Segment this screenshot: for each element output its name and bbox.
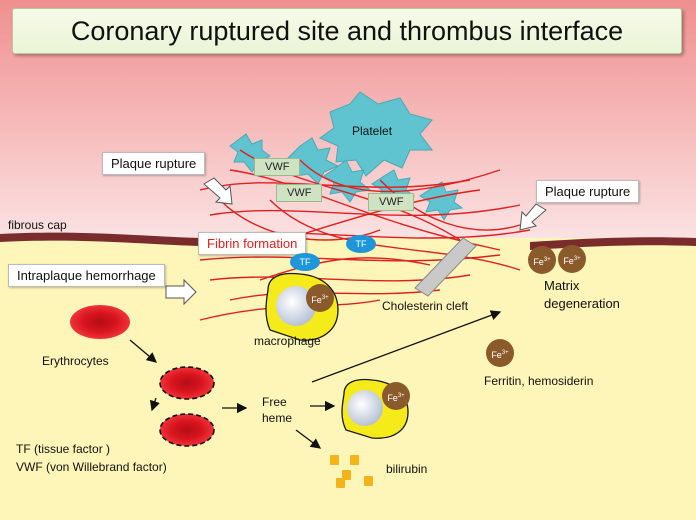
diagram-title: Coronary ruptured site and thrombus inte… [12, 8, 682, 54]
tf-marker: TF [290, 253, 320, 271]
free-heme-label: Free [262, 395, 287, 409]
hemorrhage-arrow [165, 278, 197, 306]
erythrocyte-damaged [159, 413, 215, 447]
fibrous-cap-line [0, 232, 200, 246]
free-heme-label: heme [262, 411, 293, 425]
ferritin-label: Ferritin, hemosiderin [484, 374, 594, 388]
tf-marker: TF [346, 235, 376, 253]
iron-marker: Fe3+ [306, 284, 334, 312]
iron-marker: Fe3+ [486, 339, 514, 367]
iron-marker: Fe3+ [382, 382, 410, 410]
plaque-rupture-label-right: Plaque rupture [536, 180, 640, 203]
platelet-label: Platelet [352, 124, 393, 138]
platelet-cluster [229, 91, 464, 221]
vwf-label: VWF [368, 193, 415, 211]
vwf-label: VWF [254, 158, 301, 176]
erythrocytes-label: Erythrocytes [42, 354, 109, 368]
cholesterin-cleft-label: Cholesterin cleft [382, 299, 469, 313]
iron-marker: Fe3+ [528, 246, 556, 274]
intraplaque-hemorrhage-label: Intraplaque hemorrhage [8, 264, 165, 287]
legend-tf: TF (tissue factor ) [16, 442, 111, 456]
legend-vwf: VWF (von Willebrand factor) [16, 460, 167, 474]
macrophage-nucleus [347, 390, 383, 426]
pathway-arrows [129, 310, 502, 449]
erythrocyte-damaged [159, 366, 215, 400]
bilirubin-particles [330, 455, 373, 488]
fibrin-formation-label: Fibrin formation [198, 232, 307, 255]
matrix-degeneration-label: Matrix [544, 278, 580, 293]
plaque-rupture-label-left: Plaque rupture [102, 152, 206, 175]
vwf-label: VWF [276, 184, 323, 202]
cholesterin-cleft [414, 237, 477, 297]
plaque-rupture-arrow-left [203, 177, 233, 205]
plaque-rupture-arrow-right [519, 203, 547, 231]
bilirubin-label: bilirubin [386, 462, 428, 476]
erythrocyte [70, 305, 130, 339]
fibrous-cap-label: fibrous cap [8, 218, 67, 232]
matrix-degeneration-label: degeneration [544, 296, 620, 311]
iron-marker: Fe3+ [558, 245, 586, 273]
macrophage-label: macrophage [254, 334, 321, 348]
